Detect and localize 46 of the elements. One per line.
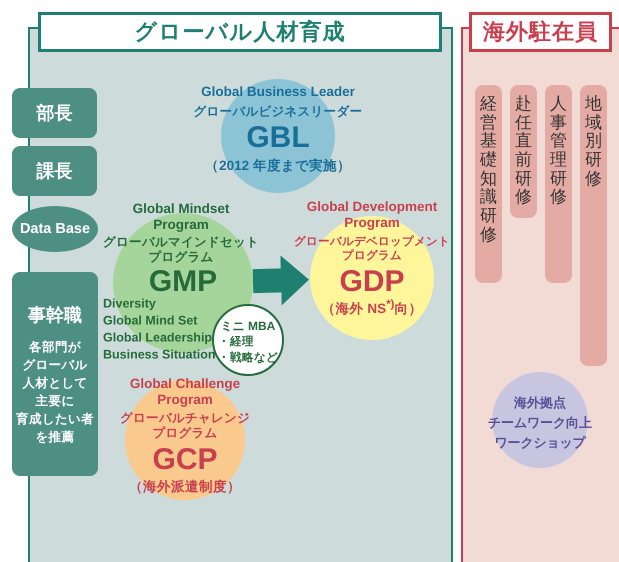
node-text: 海外拠点	[514, 395, 566, 411]
node-text: グローバルチャレンジプログラム	[119, 411, 251, 441]
level-label: Data Base	[20, 221, 90, 237]
node-text: GMP	[148, 264, 218, 298]
node-text: GDP	[340, 264, 404, 299]
node-text: GBL	[246, 120, 310, 156]
training-label: 経営基礎知識研修	[480, 95, 497, 244]
description-line: グローバル	[22, 357, 88, 374]
level-label: 課長	[36, 160, 72, 183]
level-box	[12, 88, 97, 138]
description-line: 各部門が	[29, 339, 81, 356]
node-text: ・経理	[218, 336, 254, 350]
training-label: 赴任直前研修	[515, 95, 532, 208]
node-text: グローバルマインドセットプログラム	[102, 235, 260, 265]
node-text: Global Leadership	[103, 330, 212, 346]
node-text: Global Mind Set	[103, 314, 198, 328]
node-text: Global Challenge Program	[128, 376, 242, 408]
training-label: 人事管理研修	[550, 95, 567, 208]
node-text: （海外 NS$^{*)}$向）	[322, 298, 422, 318]
level-label: 事幹職	[28, 304, 82, 326]
training-bar	[510, 85, 537, 218]
node-text: ワークショップ	[494, 435, 586, 451]
panel-heading: 海外駐在員	[469, 12, 612, 52]
node-text: ・戦略など	[218, 352, 278, 366]
node-text: ミニ MBA	[220, 318, 276, 334]
description-line: 育成したい者	[16, 411, 94, 428]
node-text: グローバルデベロップメントプログラム	[294, 236, 450, 264]
node-text: Global Development Program	[306, 198, 438, 232]
training-label: 地域別研修	[585, 95, 602, 188]
node-text: グローバルビジネスリーダー	[194, 104, 362, 120]
training-bar	[545, 85, 572, 283]
level-box	[12, 272, 98, 476]
node-text: Diversity	[103, 296, 156, 312]
description-line: 主要に	[36, 393, 74, 410]
panel-heading: グローバル人材育成	[38, 12, 442, 52]
training-bar	[580, 85, 607, 366]
training-bar	[475, 85, 502, 283]
level-box	[12, 146, 97, 196]
node-text: Global Mindset Program	[132, 200, 230, 234]
node-text: Business Situation	[103, 348, 216, 362]
level-label: 部長	[36, 102, 72, 125]
description-line: を推薦	[36, 429, 74, 446]
description-line: 人材として	[22, 375, 88, 392]
node-text: GCP	[152, 442, 218, 478]
node-text: Global Business Leader	[201, 84, 355, 100]
node-text: チームワーク向上	[488, 415, 592, 431]
